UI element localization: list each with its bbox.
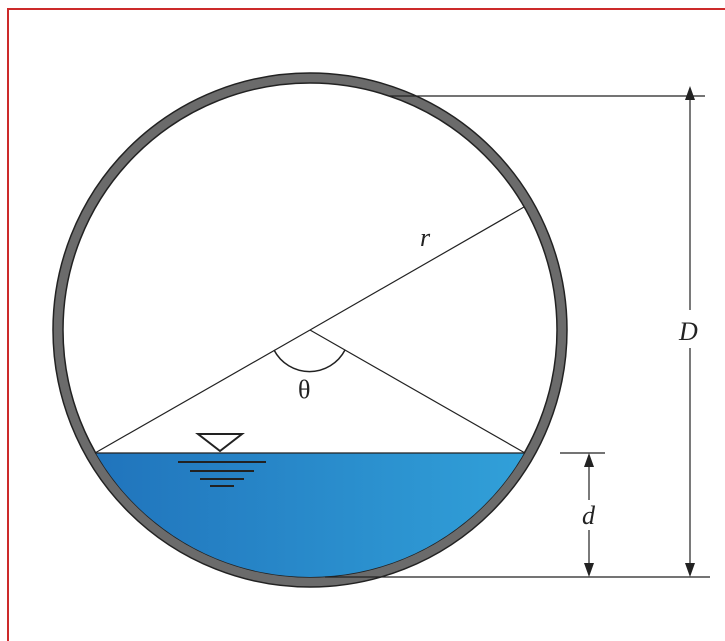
depth-dimension bbox=[560, 452, 605, 577]
free-surface-symbol bbox=[178, 433, 266, 487]
angle-label: θ bbox=[298, 375, 310, 404]
diameter-label: D bbox=[678, 317, 698, 346]
diameter-dimension bbox=[325, 86, 710, 578]
radius-line bbox=[309, 206, 525, 331]
outer-border bbox=[7, 8, 725, 641]
angle-arc bbox=[273, 349, 346, 373]
radius-label: r bbox=[420, 223, 431, 252]
right-chord-line bbox=[309, 329, 526, 454]
depth-label: d bbox=[582, 501, 596, 530]
